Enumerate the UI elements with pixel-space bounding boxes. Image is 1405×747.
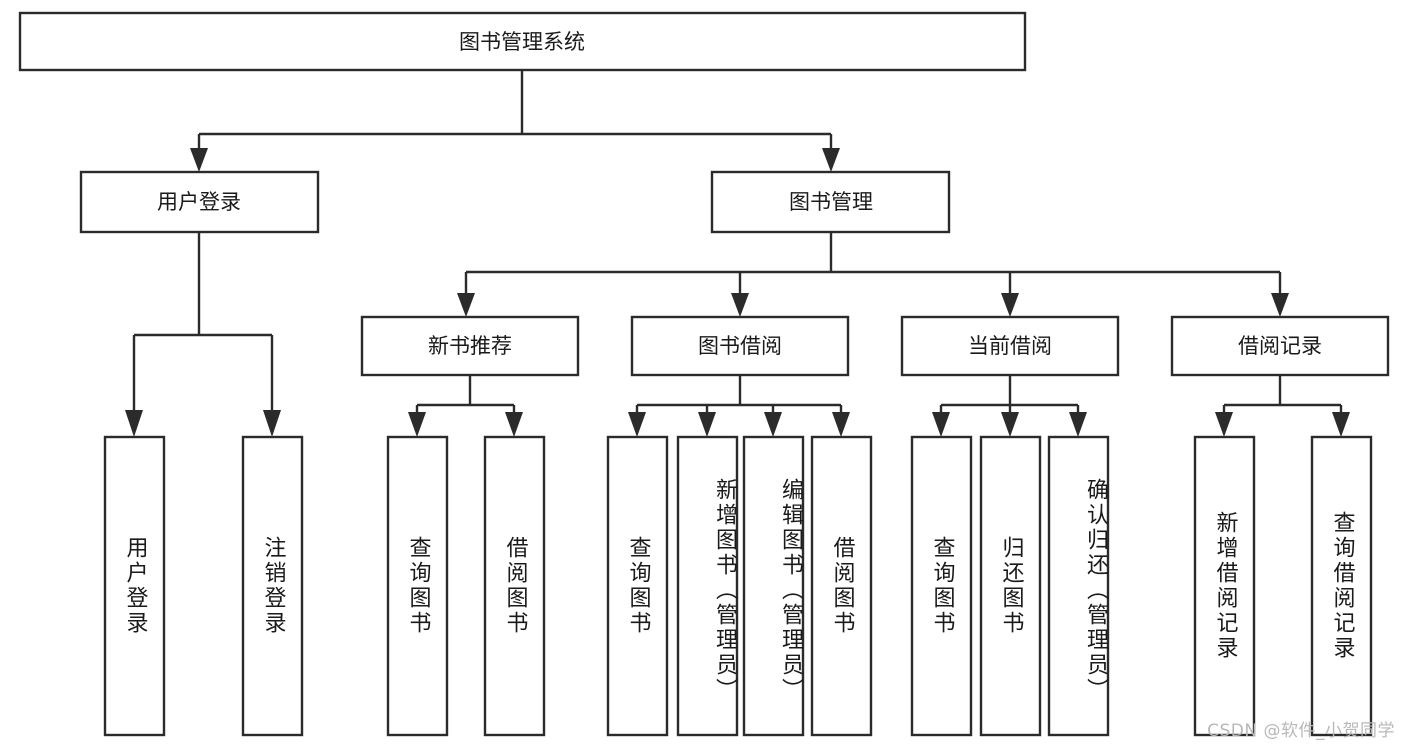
node-leaf-query-book-2-box[interactable]: [606, 435, 669, 737]
node-root-box[interactable]: [18, 11, 1027, 72]
node-leaf-query-book-1-box[interactable]: [386, 435, 449, 737]
node-new-book-recommend-box[interactable]: [360, 315, 580, 377]
node-root-label: 图书管理系统: [459, 30, 585, 54]
connectors-layer: [125, 70, 1350, 437]
arrow-head-current-borrow: [1001, 293, 1019, 317]
node-borrow-record-box[interactable]: [1170, 315, 1390, 377]
arrow-head-leaf-add-book: [698, 412, 716, 437]
arrow-head-leaf-user-login: [125, 410, 143, 437]
node-leaf-edit-book-box[interactable]: [742, 435, 805, 737]
node-leaf-query-record-label: 查询借阅记录: [1329, 511, 1355, 661]
node-current-borrow-box[interactable]: [900, 315, 1120, 377]
node-leaf-user-login-label: 用户登录: [122, 536, 148, 636]
node-leaf-return-book-label: 归还图书: [998, 536, 1024, 636]
arrow-head-borrow-record: [1271, 293, 1289, 317]
node-book-manage-box[interactable]: [710, 170, 951, 234]
node-current-borrow[interactable]: 当前借阅: [900, 315, 1120, 377]
node-leaf-borrow-book-2-label: 借阅图书: [829, 536, 855, 636]
node-leaf-logout-login-box[interactable]: [241, 435, 304, 737]
node-leaf-add-book-box[interactable]: [676, 435, 739, 737]
arrow-head-leaf-return-book: [1001, 412, 1019, 437]
node-current-borrow-label: 当前借阅: [968, 334, 1052, 358]
node-book-manage[interactable]: 图书管理: [710, 170, 951, 234]
arrow-head-leaf-borrow-book-2: [832, 412, 850, 437]
node-leaf-query-book-3-label: 查询图书: [929, 536, 955, 636]
arrow-head-leaf-confirm-return: [1069, 412, 1087, 437]
node-user-login-box[interactable]: [79, 170, 320, 234]
node-book-borrow-box[interactable]: [630, 315, 850, 377]
node-leaf-return-book-box[interactable]: [979, 435, 1042, 737]
node-leaf-confirm-return-label: 确认归还（管理员）: [1083, 477, 1108, 703]
node-new-book-recommend[interactable]: 新书推荐: [360, 315, 580, 377]
node-book-borrow[interactable]: 图书借阅: [630, 315, 850, 377]
node-leaf-logout-login-label: 注销登录: [260, 536, 286, 636]
node-new-book-recommend-label: 新书推荐: [428, 334, 512, 358]
arrow-head-book-borrow: [731, 293, 749, 317]
node-leaf-query-record-box[interactable]: [1310, 435, 1373, 737]
node-user-login[interactable]: 用户登录: [79, 170, 320, 234]
node-root[interactable]: 图书管理系统: [18, 11, 1027, 72]
arrow-head-leaf-query-record: [1332, 412, 1350, 437]
arrow-head-leaf-logout-login: [263, 410, 281, 437]
node-leaf-add-record-label: 新增借阅记录: [1212, 511, 1238, 661]
node-leaf-confirm-return-box[interactable]: [1047, 435, 1110, 737]
node-leaf-add-record-box[interactable]: [1193, 435, 1256, 737]
arrow-head-new-book-recommend: [457, 293, 475, 317]
node-leaf-query-book-2-label: 查询图书: [625, 536, 651, 636]
node-leaf-edit-book-label: 编辑图书（管理员）: [778, 477, 803, 703]
arrow-head-leaf-edit-book: [764, 412, 782, 437]
node-leaf-borrow-book-1-label: 借阅图书: [502, 536, 528, 636]
node-leaf-user-login-box[interactable]: [103, 435, 166, 737]
node-user-login-label: 用户登录: [157, 190, 241, 214]
node-leaf-query-book-1-label: 查询图书: [405, 536, 431, 636]
node-book-borrow-label: 图书借阅: [698, 334, 782, 358]
arrow-head-leaf-query-book-1: [408, 412, 426, 437]
node-borrow-record[interactable]: 借阅记录: [1170, 315, 1390, 377]
leaf-boxes-layer: [103, 435, 1373, 737]
node-leaf-borrow-book-1-box[interactable]: [483, 435, 546, 737]
arrow-head-leaf-borrow-book-1: [505, 412, 523, 437]
arrow-head-user-login: [190, 148, 208, 172]
arrow-head-leaf-query-book-2: [628, 412, 646, 437]
node-book-manage-label: 图书管理: [789, 190, 873, 214]
node-leaf-query-book-3-box[interactable]: [910, 435, 973, 737]
node-borrow-record-label: 借阅记录: [1238, 334, 1322, 358]
arrow-head-leaf-query-book-3: [932, 412, 950, 437]
node-leaf-add-book-label: 新增图书（管理员）: [712, 477, 737, 703]
arrow-head-book-manage: [822, 148, 840, 172]
node-leaf-borrow-book-2-box[interactable]: [810, 435, 873, 737]
csdn-watermark: CSDN @软件_小贺同学: [1207, 721, 1395, 741]
arrow-head-leaf-add-record: [1215, 412, 1233, 437]
